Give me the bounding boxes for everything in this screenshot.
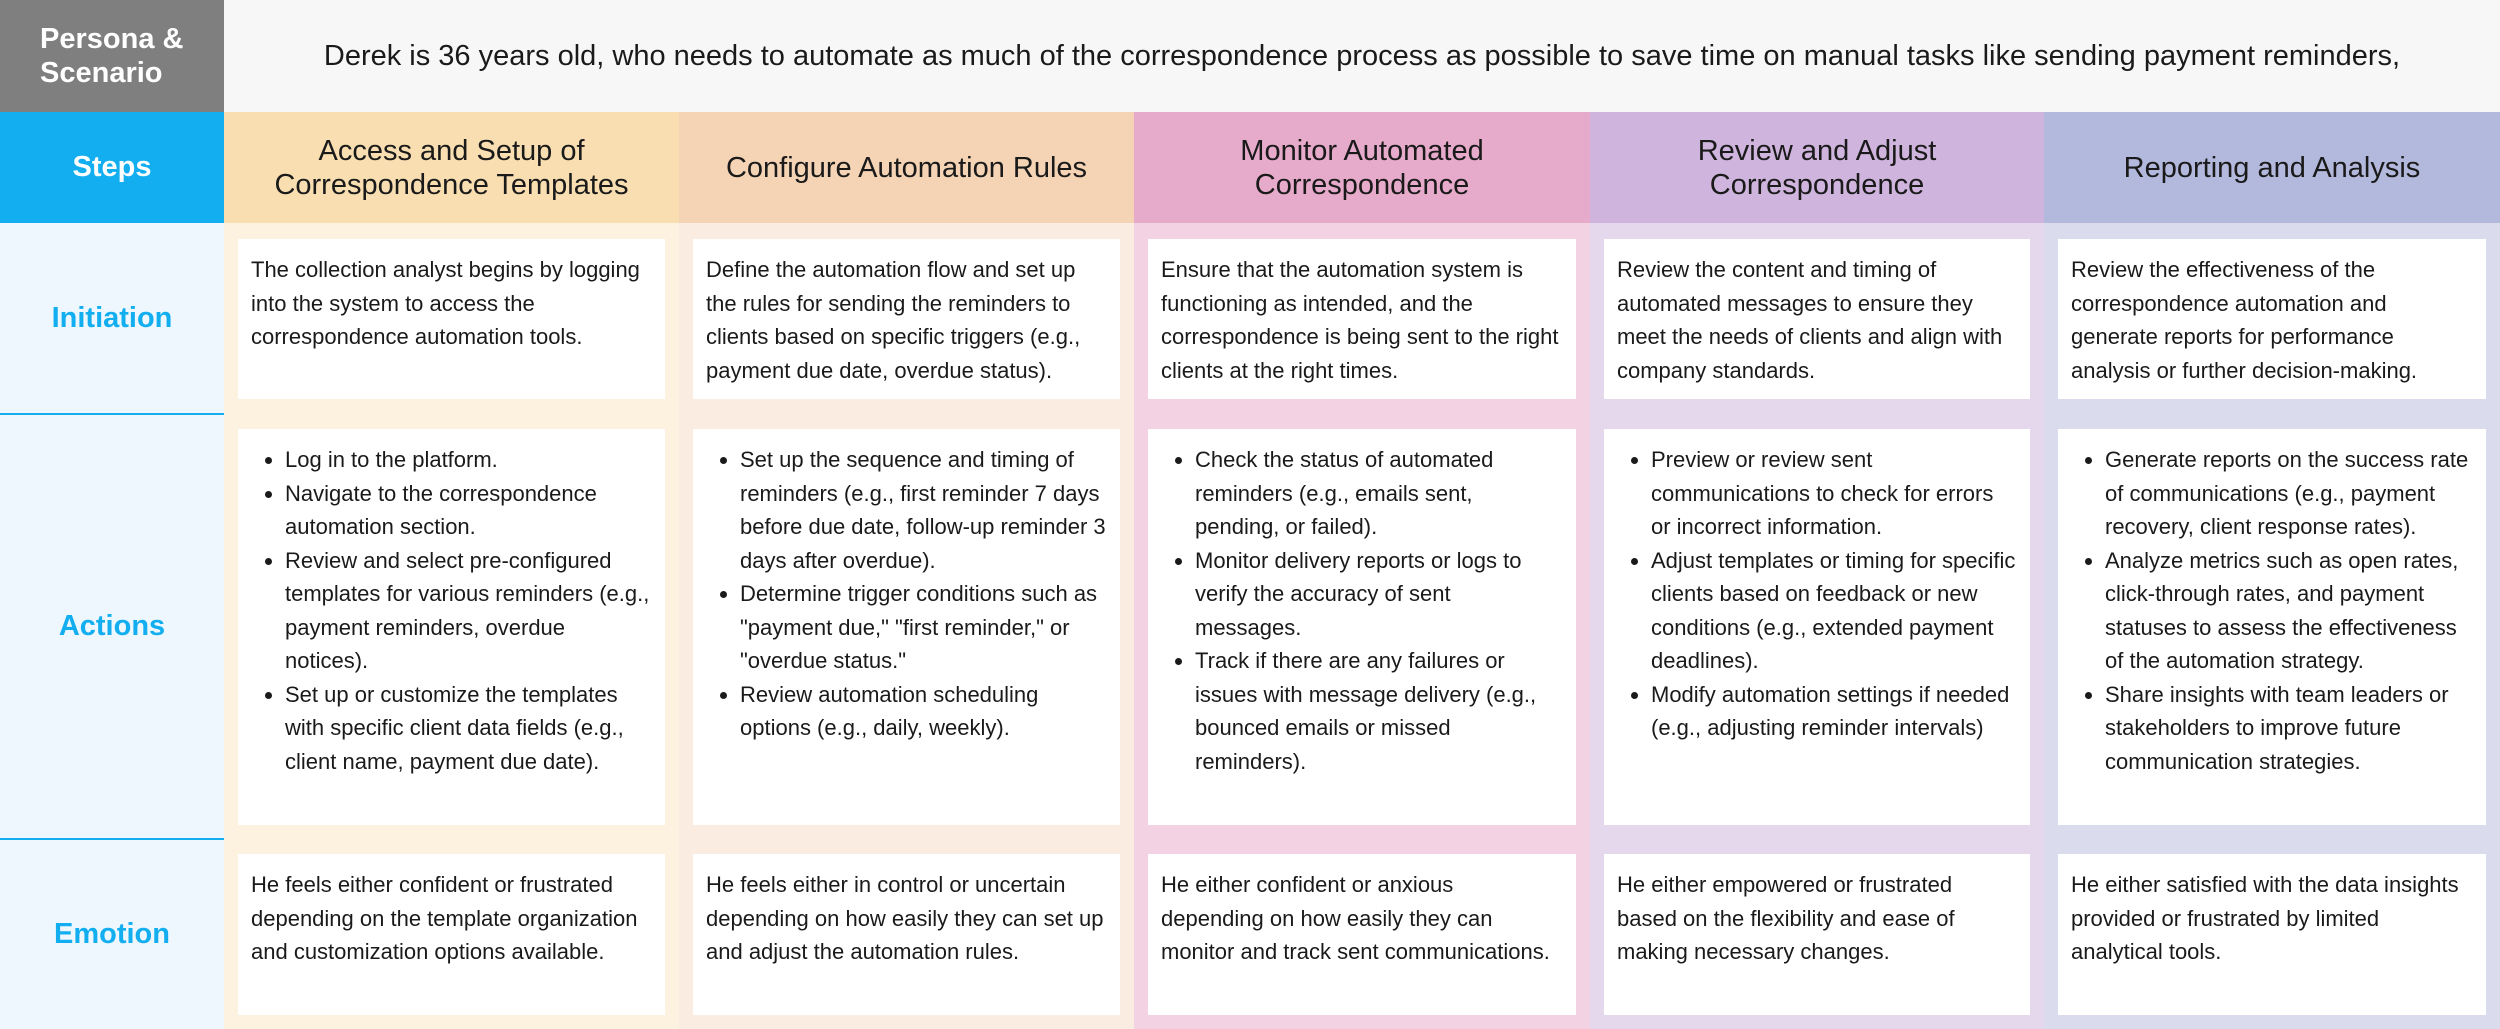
step-header-4: Reporting and Analysis bbox=[2044, 112, 2500, 223]
initiation-cell: Define the automation flow and set up th… bbox=[679, 223, 1134, 413]
action-item: Generate reports on the success rate of … bbox=[2105, 443, 2472, 544]
action-item: Analyze metrics such as open rates, clic… bbox=[2105, 544, 2472, 678]
emotion-cell: He either confident or anxious depending… bbox=[1134, 838, 1590, 1029]
initiation-cell: Ensure that the automation system is fun… bbox=[1134, 223, 1590, 413]
emotion-card: He either confident or anxious depending… bbox=[1148, 854, 1576, 1015]
actions-cell: Log in to the platform.Navigate to the c… bbox=[224, 413, 679, 838]
action-item: Check the status of automated reminders … bbox=[1195, 443, 1562, 544]
step-header-3: Review and Adjust Correspondence bbox=[1590, 112, 2044, 223]
initiation-card: The collection analyst begins by logging… bbox=[238, 239, 665, 399]
step-header-2: Monitor Automated Correspondence bbox=[1134, 112, 1590, 223]
emotion-cell: He feels either confident or frustrated … bbox=[224, 838, 679, 1029]
actions-card: Check the status of automated reminders … bbox=[1148, 429, 1576, 825]
initiation-card: Define the automation flow and set up th… bbox=[693, 239, 1120, 399]
initiation-card: Review the content and timing of automat… bbox=[1604, 239, 2030, 399]
action-item: Review automation scheduling options (e.… bbox=[740, 678, 1106, 745]
actions-list: Log in to the platform.Navigate to the c… bbox=[251, 443, 651, 778]
action-item: Review and select pre-configured templat… bbox=[285, 544, 651, 678]
action-item: Monitor delivery reports or logs to veri… bbox=[1195, 544, 1562, 645]
row-label-emotion: Emotion bbox=[0, 838, 224, 1029]
actions-list: Set up the sequence and timing of remind… bbox=[706, 443, 1106, 745]
emotion-cell: He either satisfied with the data insigh… bbox=[2044, 838, 2500, 1029]
actions-cell: Preview or review sent communications to… bbox=[1590, 413, 2044, 838]
action-item: Determine trigger conditions such as "pa… bbox=[740, 577, 1106, 678]
emotion-card: He either empowered or frustrated based … bbox=[1604, 854, 2030, 1015]
actions-card: Generate reports on the success rate of … bbox=[2058, 429, 2486, 825]
action-item: Log in to the platform. bbox=[285, 443, 651, 477]
emotion-cell: He either empowered or frustrated based … bbox=[1590, 838, 2044, 1029]
emotion-card: He feels either confident or frustrated … bbox=[238, 854, 665, 1015]
initiation-card: Review the effectiveness of the correspo… bbox=[2058, 239, 2486, 399]
action-item: Modify automation settings if needed (e.… bbox=[1651, 678, 2016, 745]
row-label-steps: Steps bbox=[0, 112, 224, 223]
actions-list: Preview or review sent communications to… bbox=[1617, 443, 2016, 745]
scenario-text: Derek is 36 years old, who needs to auto… bbox=[224, 0, 2500, 112]
initiation-card: Ensure that the automation system is fun… bbox=[1148, 239, 1576, 399]
persona-scenario-label: Persona & Scenario bbox=[0, 0, 224, 112]
emotion-card: He feels either in control or uncertain … bbox=[693, 854, 1120, 1015]
action-item: Set up or customize the templates with s… bbox=[285, 678, 651, 779]
action-item: Adjust templates or timing for specific … bbox=[1651, 544, 2016, 678]
actions-cell: Check the status of automated reminders … bbox=[1134, 413, 1590, 838]
actions-list: Generate reports on the success rate of … bbox=[2071, 443, 2472, 778]
initiation-cell: The collection analyst begins by logging… bbox=[224, 223, 679, 413]
actions-cell: Set up the sequence and timing of remind… bbox=[679, 413, 1134, 838]
actions-list: Check the status of automated reminders … bbox=[1161, 443, 1562, 778]
action-item: Navigate to the correspondence automatio… bbox=[285, 477, 651, 544]
actions-cell: Generate reports on the success rate of … bbox=[2044, 413, 2500, 838]
initiation-cell: Review the content and timing of automat… bbox=[1590, 223, 2044, 413]
initiation-cell: Review the effectiveness of the correspo… bbox=[2044, 223, 2500, 413]
step-header-1: Configure Automation Rules bbox=[679, 112, 1134, 223]
actions-card: Set up the sequence and timing of remind… bbox=[693, 429, 1120, 825]
row-label-actions: Actions bbox=[0, 413, 224, 838]
row-label-initiation: Initiation bbox=[0, 223, 224, 413]
action-item: Track if there are any failures or issue… bbox=[1195, 644, 1562, 778]
emotion-cell: He feels either in control or uncertain … bbox=[679, 838, 1134, 1029]
emotion-card: He either satisfied with the data insigh… bbox=[2058, 854, 2486, 1015]
step-header-0: Access and Setup of Correspondence Templ… bbox=[224, 112, 679, 223]
action-item: Share insights with team leaders or stak… bbox=[2105, 678, 2472, 779]
action-item: Preview or review sent communications to… bbox=[1651, 443, 2016, 544]
actions-card: Log in to the platform.Navigate to the c… bbox=[238, 429, 665, 825]
action-item: Set up the sequence and timing of remind… bbox=[740, 443, 1106, 577]
actions-card: Preview or review sent communications to… bbox=[1604, 429, 2030, 825]
